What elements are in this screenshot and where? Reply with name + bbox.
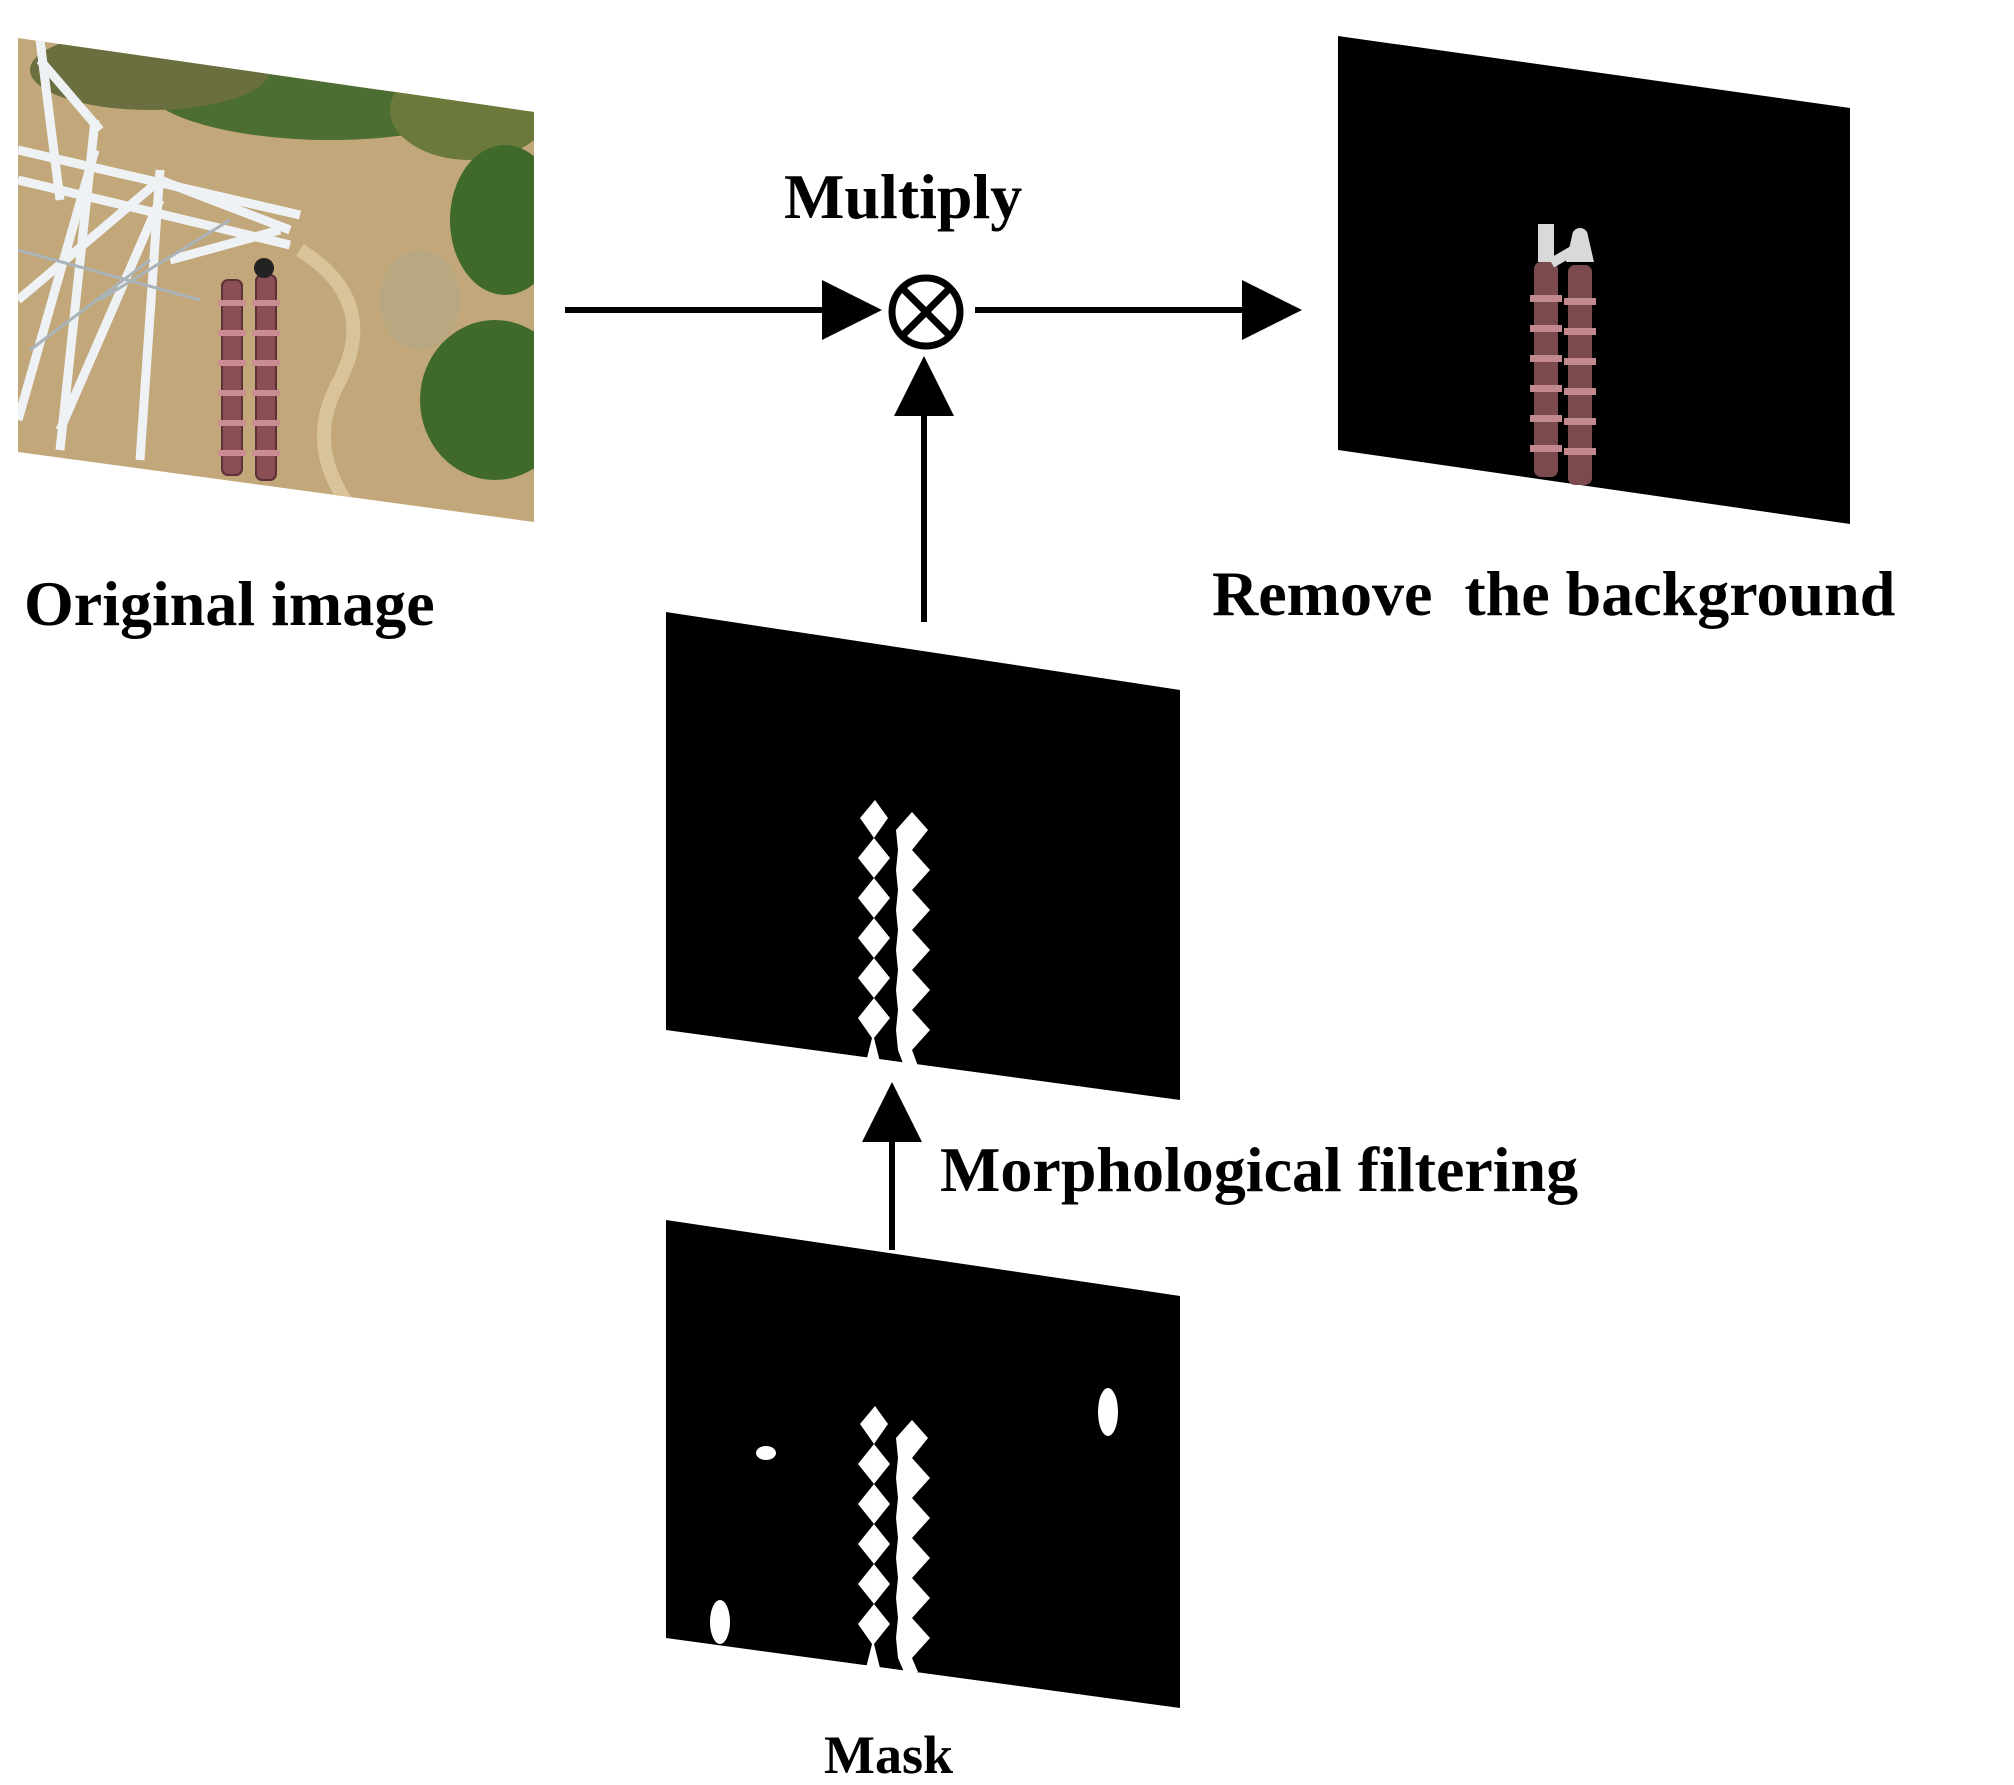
mask-label: Mask [824,1725,954,1785]
mask-image [666,1220,1180,1708]
filtered-mask-image [666,612,1180,1100]
background-removed-image [1338,36,1850,524]
multiply-label: Multiply [784,161,1023,232]
original-image [18,38,534,522]
morphological-filtering-label: Morphological filtering [940,1134,1579,1205]
original-image-label: Original image [24,568,435,639]
remove-background-label: Remove the background [1212,558,1896,629]
multiply-operator-icon [888,274,964,350]
